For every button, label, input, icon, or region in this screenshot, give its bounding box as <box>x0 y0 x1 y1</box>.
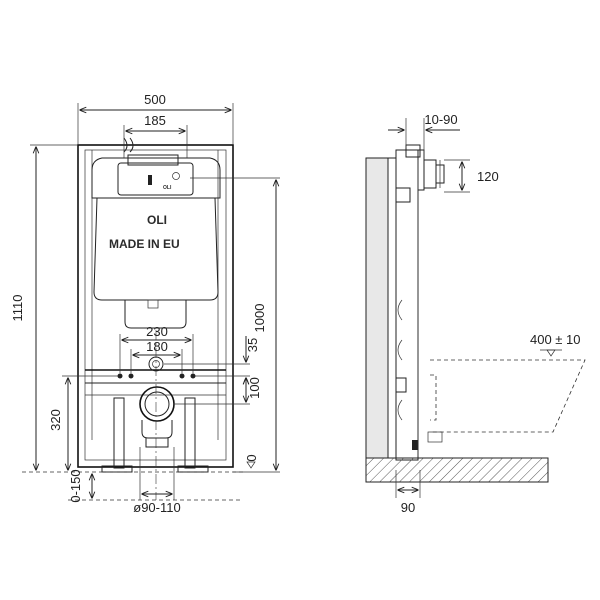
dim-bolt-spacing: 180 <box>130 339 183 373</box>
dim-label-185: 185 <box>144 113 166 128</box>
flush-pipe <box>124 300 187 329</box>
dim-label-0-150: 0-150 <box>68 469 83 502</box>
dim-wall-offset: 90 <box>395 470 421 515</box>
cistern-brand-logo: OLI <box>147 213 167 227</box>
toilet-bowl-outline <box>430 359 586 433</box>
dim-actuator-width: 185 <box>123 113 188 158</box>
dim-label-1110: 1110 <box>10 295 25 322</box>
leg-right <box>184 397 196 469</box>
dim-label-0: 0 <box>244 454 259 461</box>
dim-inlet-height: 120 <box>444 159 499 193</box>
bolt-right <box>179 373 185 379</box>
made-in-eu-label: MADE IN EU <box>109 237 180 251</box>
panel-brand-label: OLI <box>163 185 172 191</box>
dim-depth-range: 10-90 <box>388 112 460 160</box>
dim-drain-diameter: ø90-110 <box>133 447 181 515</box>
flush-panel <box>117 162 194 196</box>
panel-indicator <box>148 175 152 185</box>
dim-floor-zero: 0 <box>244 454 259 469</box>
dim-label-drain-diameter: ø90-110 <box>133 500 180 515</box>
drain-outlet <box>139 386 175 422</box>
frame-outer <box>77 144 234 468</box>
wall <box>365 157 389 459</box>
leg-left <box>113 397 125 469</box>
dim-label-10-90: 10-90 <box>424 112 457 127</box>
dim-label-230: 230 <box>146 324 168 339</box>
frame-inner <box>84 149 227 461</box>
dim-outlet-height: 320 <box>48 375 118 470</box>
dim-outlet-spacing: 230 <box>119 324 194 373</box>
dim-label-320: 320 <box>48 409 63 431</box>
side-drain <box>427 431 443 443</box>
floor-hatch <box>365 457 549 483</box>
dim-label-400: 400 ± 10 <box>530 332 581 347</box>
legs <box>101 397 209 473</box>
dim-overall-height: 1110 <box>10 144 78 470</box>
dim-label-500: 500 <box>144 92 166 107</box>
dim-label-90: 90 <box>401 500 415 515</box>
cistern-tank <box>93 197 219 301</box>
dim-flush-height: 100 0 <box>190 177 280 473</box>
dim-bowl-projection: 400 ± 10 <box>530 332 581 357</box>
side-frame <box>387 144 425 461</box>
side-view: 10-90 120 400 ± 10 90 <box>365 112 586 515</box>
dim-label-100: 100 <box>247 377 262 399</box>
dim-leg-adjust: 0-150 <box>68 469 92 503</box>
frame <box>77 144 234 468</box>
dim-overall-width: 500 <box>77 92 234 145</box>
dim-label-180: 180 <box>146 339 168 354</box>
water-inlet-icon <box>123 137 128 153</box>
front-view: OLI OLI MADE IN EU <box>10 92 280 515</box>
cistern: OLI OLI MADE IN EU <box>91 137 221 329</box>
dim-label-1000: 1000 <box>252 304 267 333</box>
inlet-connector <box>423 159 445 189</box>
outlet-assembly <box>117 356 196 448</box>
dim-label-120: 120 <box>477 169 499 184</box>
dim-drain-offset: 100 <box>175 377 262 405</box>
bolt-left <box>117 373 123 379</box>
dim-label-35: 35 <box>245 338 260 352</box>
